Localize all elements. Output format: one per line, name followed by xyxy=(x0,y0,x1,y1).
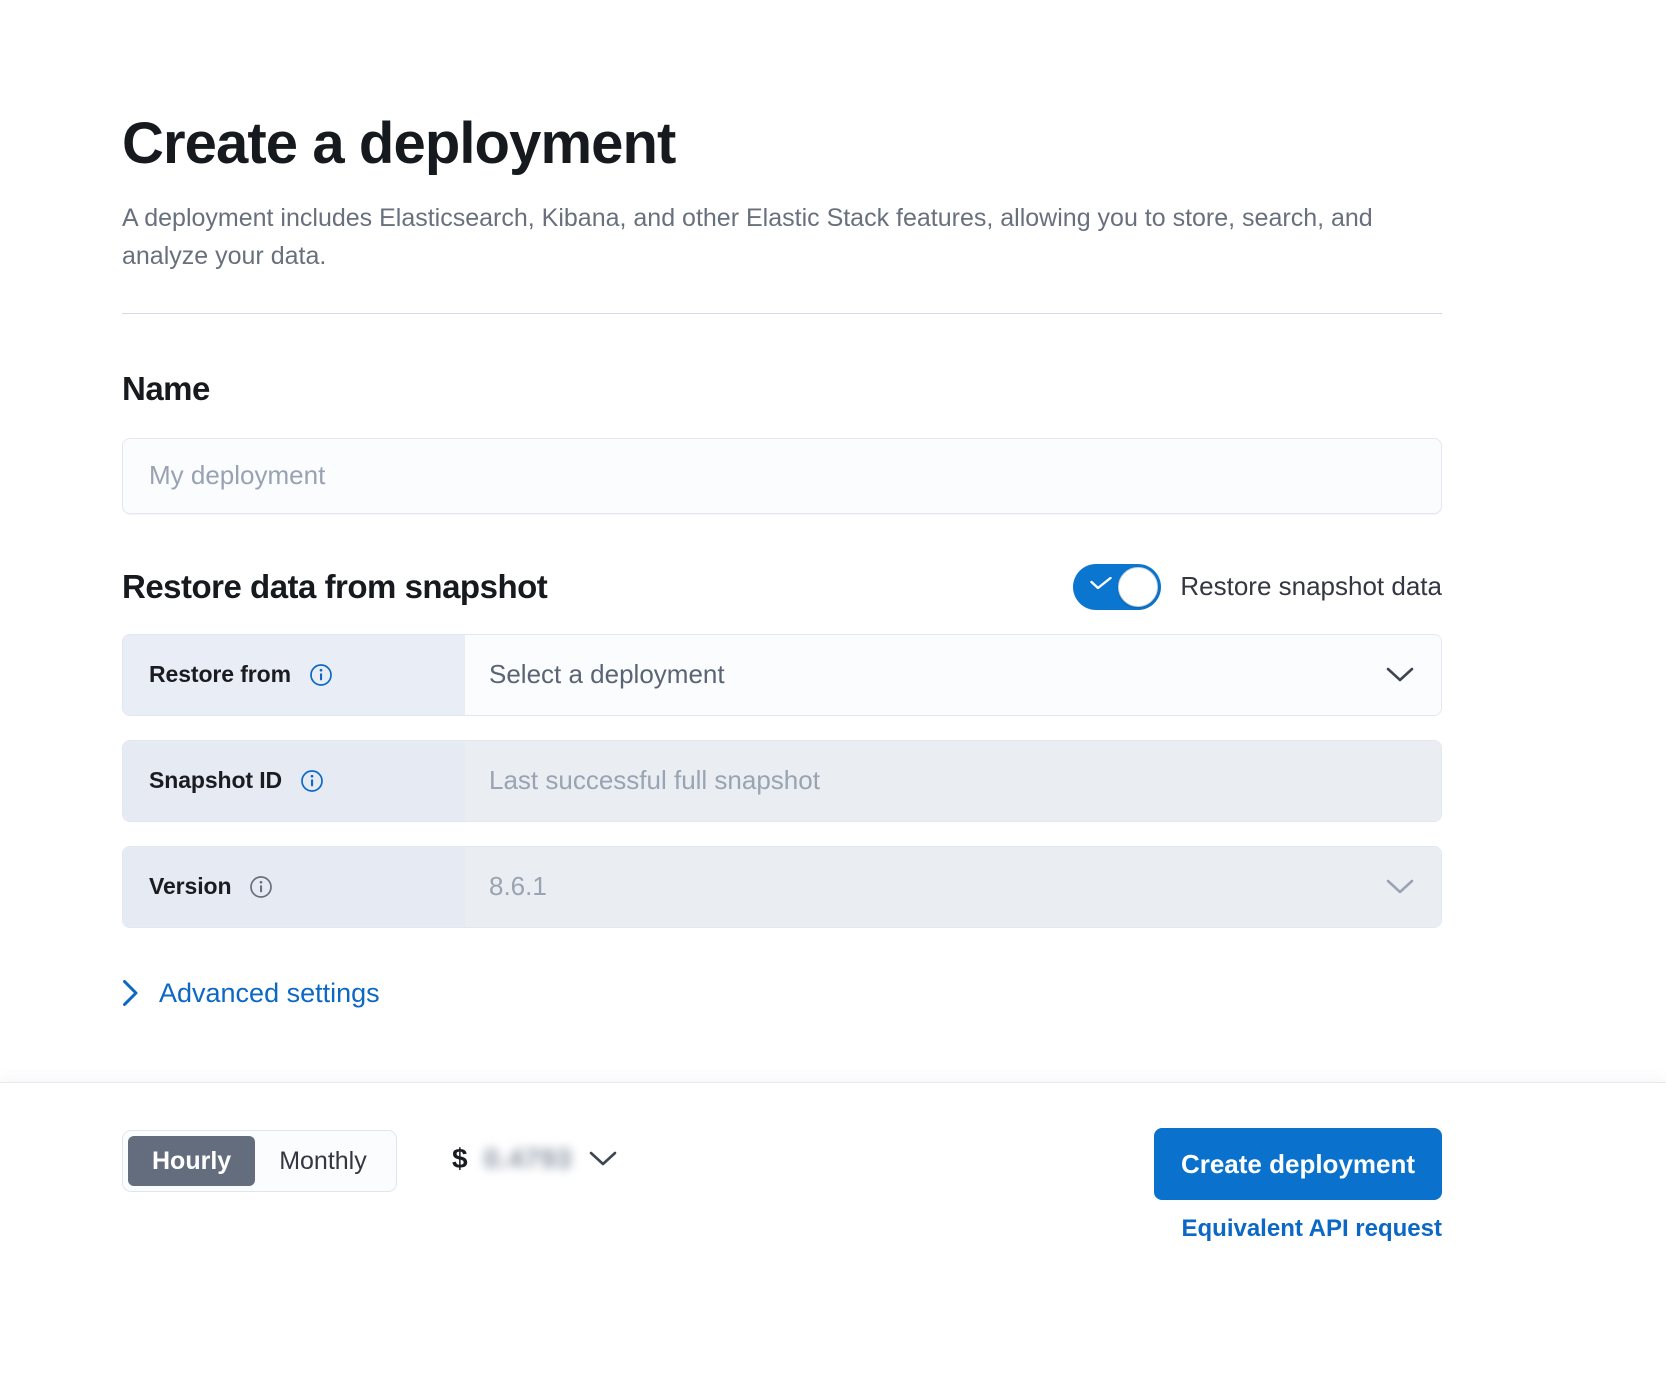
create-deployment-button[interactable]: Create deployment xyxy=(1154,1128,1442,1200)
restore-from-row[interactable]: Restore from Select a deployment xyxy=(122,633,1442,716)
version-label: Version xyxy=(149,873,232,900)
toggle-knob xyxy=(1118,566,1159,607)
advanced-settings-label: Advanced settings xyxy=(159,977,380,1008)
price-currency-symbol: $ xyxy=(452,1143,468,1174)
restore-from-value: Select a deployment xyxy=(489,659,725,690)
version-field: 8.6.1 xyxy=(465,846,1441,927)
equivalent-api-request-link[interactable]: Equivalent API request xyxy=(1181,1215,1442,1242)
snapshot-id-row: Snapshot ID Last successful full snapsho… xyxy=(122,739,1442,822)
check-icon xyxy=(1090,576,1113,589)
version-row: Version 8.6.1 xyxy=(122,845,1442,928)
price-display[interactable]: $ 0.4793 xyxy=(452,1143,618,1175)
form-content: Create a deployment A deployment include… xyxy=(122,0,1442,1009)
chevron-down-icon[interactable] xyxy=(1385,666,1415,684)
form-scroll-area: Create a deployment A deployment include… xyxy=(122,0,1442,1009)
restore-from-label: Restore from xyxy=(149,661,291,688)
billing-period-segmented-control[interactable]: Hourly Monthly xyxy=(122,1130,397,1192)
name-section-title: Name xyxy=(122,369,210,407)
chevron-down-icon xyxy=(1386,879,1414,894)
restore-from-label-cell: Restore from xyxy=(123,634,465,715)
info-icon[interactable] xyxy=(309,663,333,687)
restore-snapshot-toggle-group[interactable]: Restore snapshot data xyxy=(1073,563,1442,610)
version-value: 8.6.1 xyxy=(489,871,547,902)
price-amount: 0.4793 xyxy=(483,1143,573,1174)
page-description: A deployment includes Elasticsearch, Kib… xyxy=(122,203,1373,270)
advanced-settings-toggle[interactable]: Advanced settings xyxy=(122,978,380,1009)
restore-section-title: Restore data from snapshot xyxy=(122,567,548,605)
chevron-down-icon[interactable] xyxy=(588,1150,618,1168)
deployment-name-placeholder: My deployment xyxy=(149,460,326,491)
info-icon[interactable] xyxy=(300,769,324,793)
deployment-name-input[interactable]: My deployment xyxy=(122,437,1442,514)
snapshot-id-field: Last successful full snapshot xyxy=(465,740,1441,821)
snapshot-id-value: Last successful full snapshot xyxy=(489,765,820,796)
billing-option-hourly[interactable]: Hourly xyxy=(128,1136,256,1186)
info-icon[interactable] xyxy=(249,875,273,899)
footer-inner: Hourly Monthly $ 0.4793 Create deploymen… xyxy=(122,1083,1442,1386)
restore-snapshot-toggle[interactable] xyxy=(1073,563,1162,610)
header-divider xyxy=(122,312,1442,314)
restore-form-rows: Restore from Select a deployment xyxy=(122,633,1442,928)
version-label-cell: Version xyxy=(123,846,465,927)
snapshot-id-label: Snapshot ID xyxy=(149,767,283,794)
chevron-right-icon xyxy=(123,980,138,1007)
snapshot-id-label-cell: Snapshot ID xyxy=(123,740,465,821)
restore-from-field[interactable]: Select a deployment xyxy=(465,634,1441,715)
page-title: Create a deployment xyxy=(122,111,676,176)
restore-section-header: Restore data from snapshot Restore snaps… xyxy=(122,563,1442,610)
footer-bar: Hourly Monthly $ 0.4793 Create deploymen… xyxy=(0,1082,1666,1386)
restore-snapshot-toggle-label: Restore snapshot data xyxy=(1180,571,1442,602)
billing-option-monthly[interactable]: Monthly xyxy=(279,1146,367,1175)
